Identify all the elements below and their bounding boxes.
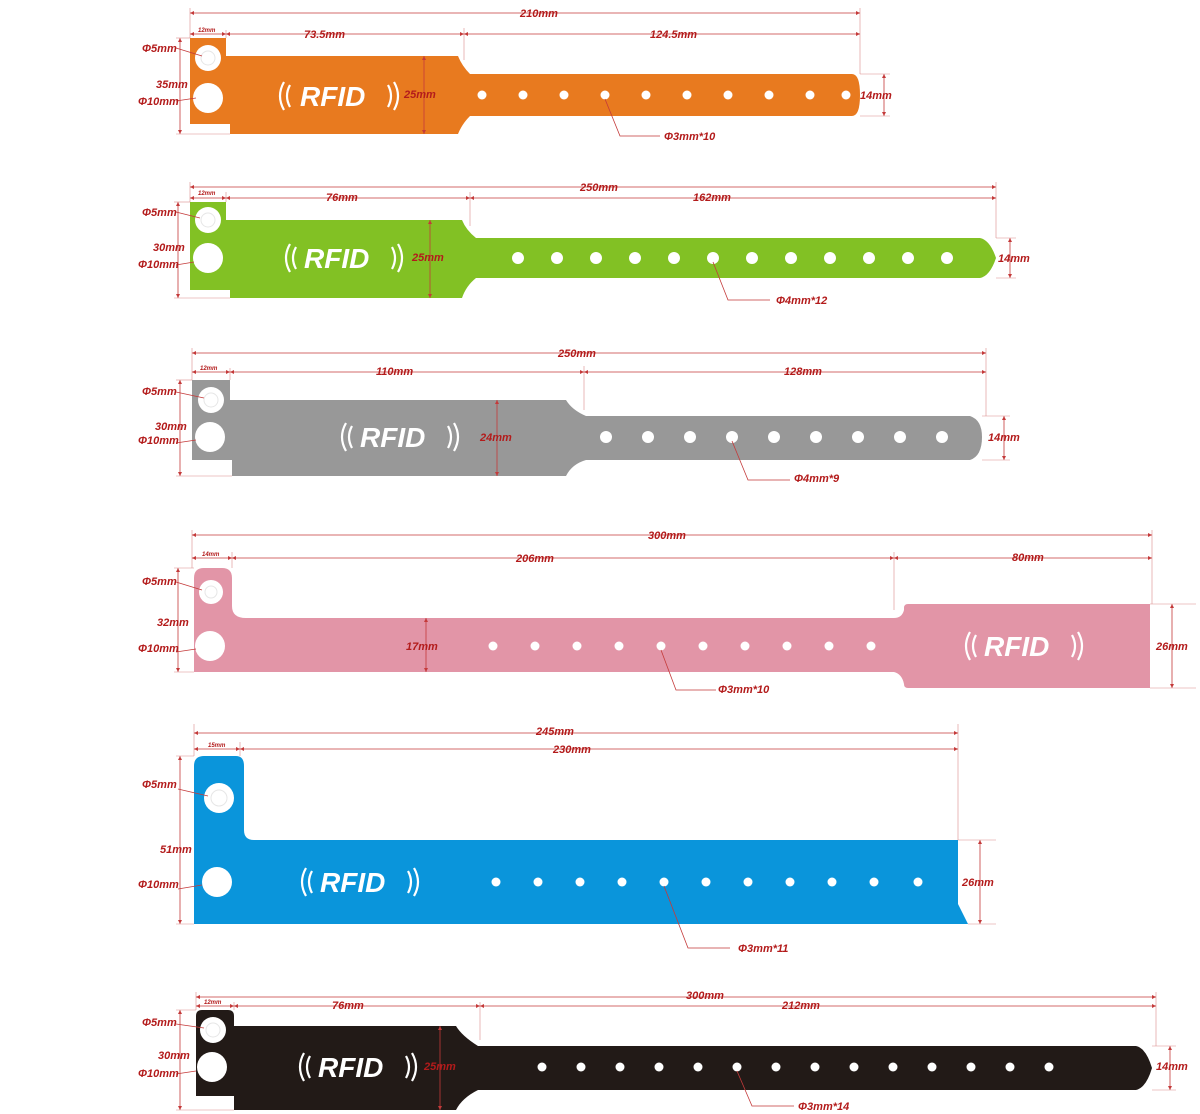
body-length: 76mm	[326, 192, 358, 204]
body-height: 24mm	[479, 432, 512, 444]
hole-small-label: Φ5mm	[142, 43, 177, 55]
strap-length: 128mm	[784, 366, 822, 378]
tab-height: 30mm	[153, 242, 185, 254]
total-length: 300mm	[648, 530, 686, 542]
hole-large-label: Φ10mm	[138, 643, 179, 655]
tab-height: 30mm	[155, 421, 187, 433]
body-length: 73.5mm	[304, 29, 345, 41]
band-black: RFID 300mm 12mm 76mm 212mm Φ5mm 30mm Φ10…	[138, 990, 1188, 1113]
holes-note: Φ3mm*10	[718, 684, 770, 696]
hole-large-label: Φ10mm	[138, 435, 179, 447]
logo-text: RFID	[304, 243, 369, 274]
hole-small-label: Φ5mm	[142, 779, 177, 791]
total-length: 245mm	[535, 726, 574, 738]
rfid-logo: RFID	[278, 81, 400, 112]
logo-text: RFID	[984, 631, 1049, 662]
strap-holes	[512, 252, 953, 264]
tab-width: 14mm	[202, 552, 220, 558]
tab-height: 51mm	[160, 844, 192, 856]
logo-text: RFID	[360, 422, 425, 453]
tab-height: 35mm	[156, 79, 188, 91]
holes-note: Φ4mm*9	[794, 473, 840, 485]
band-gray-shape	[192, 380, 982, 476]
rfid-logo: RFID	[284, 243, 404, 274]
strap-length: 212mm	[781, 1000, 820, 1012]
holes-note: Φ3mm*10	[664, 131, 716, 143]
strap-length: 162mm	[693, 192, 731, 204]
strap-height: 14mm	[988, 432, 1020, 444]
body-length: 206mm	[515, 553, 554, 565]
hole-large-label: Φ10mm	[138, 1068, 179, 1080]
strap-holes	[488, 641, 876, 651]
hole-large-label: Φ10mm	[138, 96, 179, 108]
band-black-shape	[196, 1010, 1152, 1110]
logo-text: RFID	[318, 1052, 383, 1083]
strap-height: 14mm	[998, 253, 1030, 265]
tab-width: 15mm	[208, 743, 226, 749]
body-length: 76mm	[332, 1000, 364, 1012]
total-length: 300mm	[686, 990, 724, 1002]
hole-large-label: Φ10mm	[138, 879, 179, 891]
strap-holes	[477, 90, 851, 100]
strap-height: 26mm	[1155, 641, 1188, 653]
strap-height: 14mm	[860, 90, 892, 102]
band-blue: RFID 245mm 15mm 230mm Φ5mm 51mm Φ10mm 26…	[138, 724, 996, 955]
tab-width: 12mm	[198, 28, 216, 34]
body-height: 25mm	[403, 89, 436, 101]
band-blue-shape	[194, 756, 968, 924]
hole-small-label: Φ5mm	[142, 576, 177, 588]
buckle-hole-large	[193, 83, 223, 113]
strap-length: 80mm	[1012, 552, 1044, 564]
body-height: 17mm	[406, 641, 438, 653]
total-length: 210mm	[519, 8, 558, 20]
total-length: 250mm	[579, 182, 618, 194]
logo-text: RFID	[320, 867, 385, 898]
body-length: 230mm	[552, 744, 591, 756]
band-pink-shape	[194, 568, 1150, 688]
band-green: RFID 250mm 12mm 76mm 162mm Φ5mm 30mm Φ10…	[138, 182, 1030, 307]
rfid-logo: RFID	[340, 422, 460, 453]
hole-small-label: Φ5mm	[142, 386, 177, 398]
hole-small-label: Φ5mm	[142, 207, 177, 219]
total-length: 250mm	[557, 348, 596, 360]
strap-holes	[491, 877, 923, 887]
buckle-hole-small	[195, 45, 221, 71]
hole-small-label: Φ5mm	[142, 1017, 177, 1029]
band-gray: RFID 250mm 12mm 110mm 128mm Φ5mm 30mm Φ1…	[138, 348, 1020, 485]
strap-length: 124.5mm	[650, 29, 697, 41]
holes-note: Φ3mm*11	[738, 943, 788, 955]
tab-height: 32mm	[157, 617, 189, 629]
rfid-logo: RFID	[964, 631, 1084, 662]
hole-large-label: Φ10mm	[138, 259, 179, 271]
band-orange-shape	[190, 38, 860, 134]
holes-note: Φ3mm*14	[798, 1101, 849, 1113]
strap-holes	[537, 1062, 1054, 1072]
band-orange: RFID 210mm 12mm 73.5mm 124.5mm Φ5mm 35mm…	[138, 8, 892, 143]
band-pink: RFID 300mm 14mm 206mm 80mm Φ5mm 32mm Φ10…	[138, 530, 1196, 696]
body-height: 25mm	[423, 1061, 456, 1073]
tab-width: 12mm	[204, 1000, 222, 1006]
rfid-logo: RFID	[298, 1052, 418, 1083]
body-height: 25mm	[411, 252, 444, 264]
strap-height: 26mm	[961, 877, 994, 889]
tab-width: 12mm	[198, 191, 216, 197]
logo-text: RFID	[300, 81, 365, 112]
strap-holes	[600, 431, 948, 443]
holes-note: Φ4mm*12	[776, 295, 827, 307]
tab-width: 12mm	[200, 366, 218, 372]
band-green-shape	[190, 202, 996, 298]
strap-height: 14mm	[1156, 1061, 1188, 1073]
rfid-logo: RFID	[300, 867, 420, 898]
tab-height: 30mm	[158, 1050, 190, 1062]
body-length: 110mm	[376, 366, 413, 378]
